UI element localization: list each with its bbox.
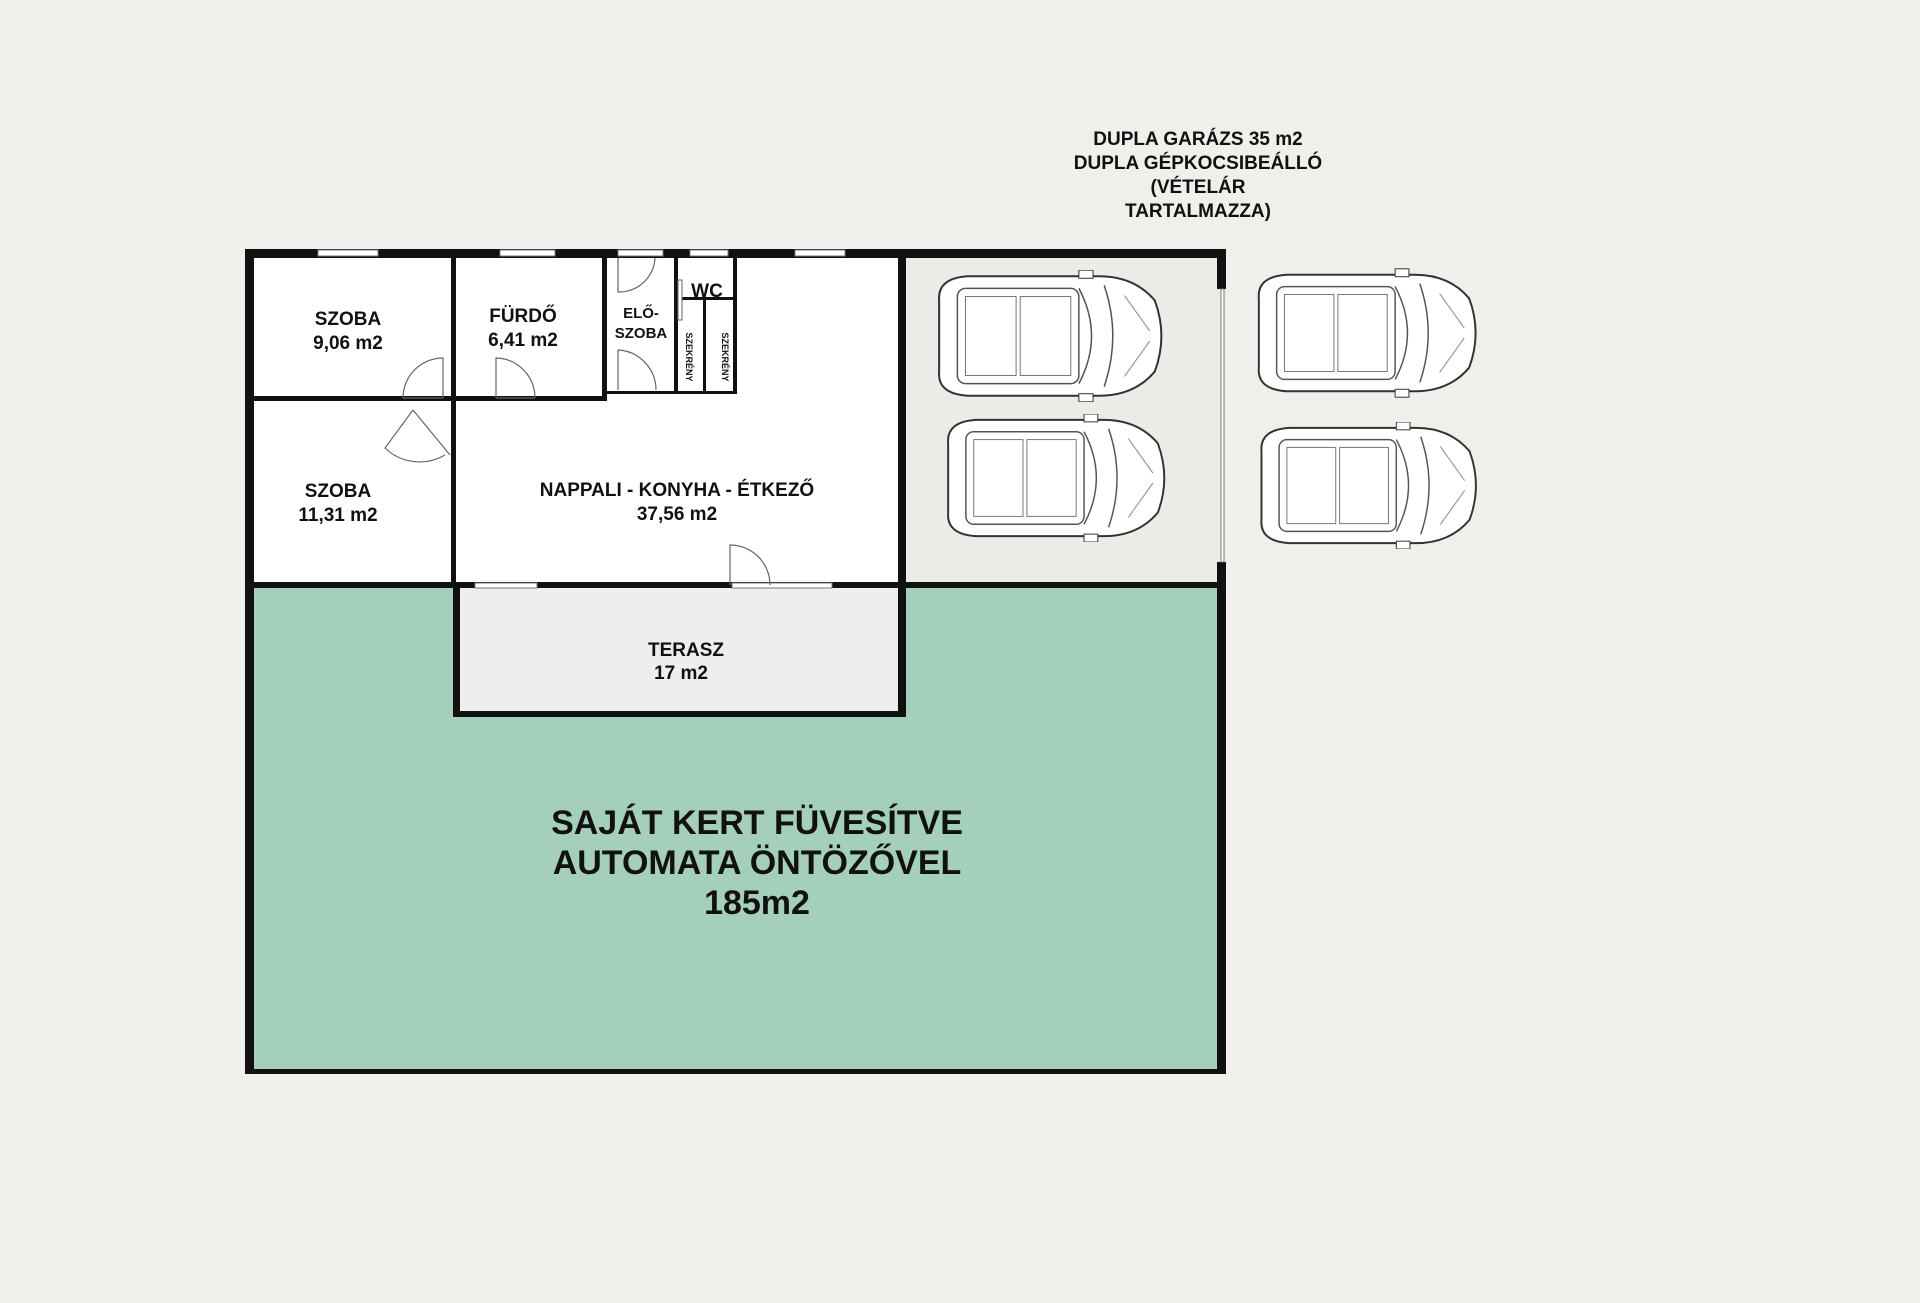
room-furdo-name: FÜRDŐ bbox=[489, 305, 557, 327]
room-terasz-name: TERASZ bbox=[648, 640, 724, 661]
room-furdo-area: 6,41 m2 bbox=[488, 330, 558, 351]
car-icon bbox=[1257, 268, 1477, 398]
garage-note-line2: DUPLA GÉPKOCSIBEÁLLÓ bbox=[1074, 152, 1322, 174]
house-interior bbox=[249, 255, 902, 585]
car-icon bbox=[947, 414, 1166, 542]
garden-label-area: 185m2 bbox=[704, 884, 810, 922]
room-szoba-1-area: 9,06 m2 bbox=[313, 333, 383, 354]
room-wc-name: WC bbox=[691, 281, 723, 302]
room-nappali-area: 37,56 m2 bbox=[637, 504, 717, 525]
room-nappali-name: NAPPALI - KONYHA - ÉTKEZŐ bbox=[540, 479, 814, 501]
room-szekreny-2-name: SZEKRÉNY bbox=[720, 332, 730, 381]
room-szoba-2-area: 11,31 m2 bbox=[298, 505, 377, 526]
room-eloszoba-name-2: SZOBA bbox=[615, 325, 668, 342]
room-szoba-1-name: SZOBA bbox=[315, 309, 382, 330]
room-szoba-2-name: SZOBA bbox=[305, 481, 372, 502]
terrace-area bbox=[457, 587, 902, 714]
room-terasz-area: 17 m2 bbox=[654, 663, 708, 684]
garage-note-line3: (VÉTELÁR bbox=[1151, 176, 1246, 198]
doors bbox=[384, 257, 771, 586]
car-icon bbox=[938, 270, 1163, 402]
garage-note-line4: TARTALMAZZA) bbox=[1125, 201, 1271, 222]
garage-note-line1: DUPLA GARÁZS 35 m2 bbox=[1093, 128, 1302, 150]
garden-label-line1: SAJÁT KERT FÜVESÍTVE bbox=[551, 804, 963, 842]
room-szekreny-1-name: SZEKRÉNY bbox=[684, 332, 694, 381]
garden-label-line2: AUTOMATA ÖNTÖZŐVEL bbox=[553, 844, 962, 882]
car-icon bbox=[1260, 422, 1477, 549]
room-eloszoba-name-1: ELŐ- bbox=[623, 304, 659, 322]
windows bbox=[317, 249, 1225, 589]
